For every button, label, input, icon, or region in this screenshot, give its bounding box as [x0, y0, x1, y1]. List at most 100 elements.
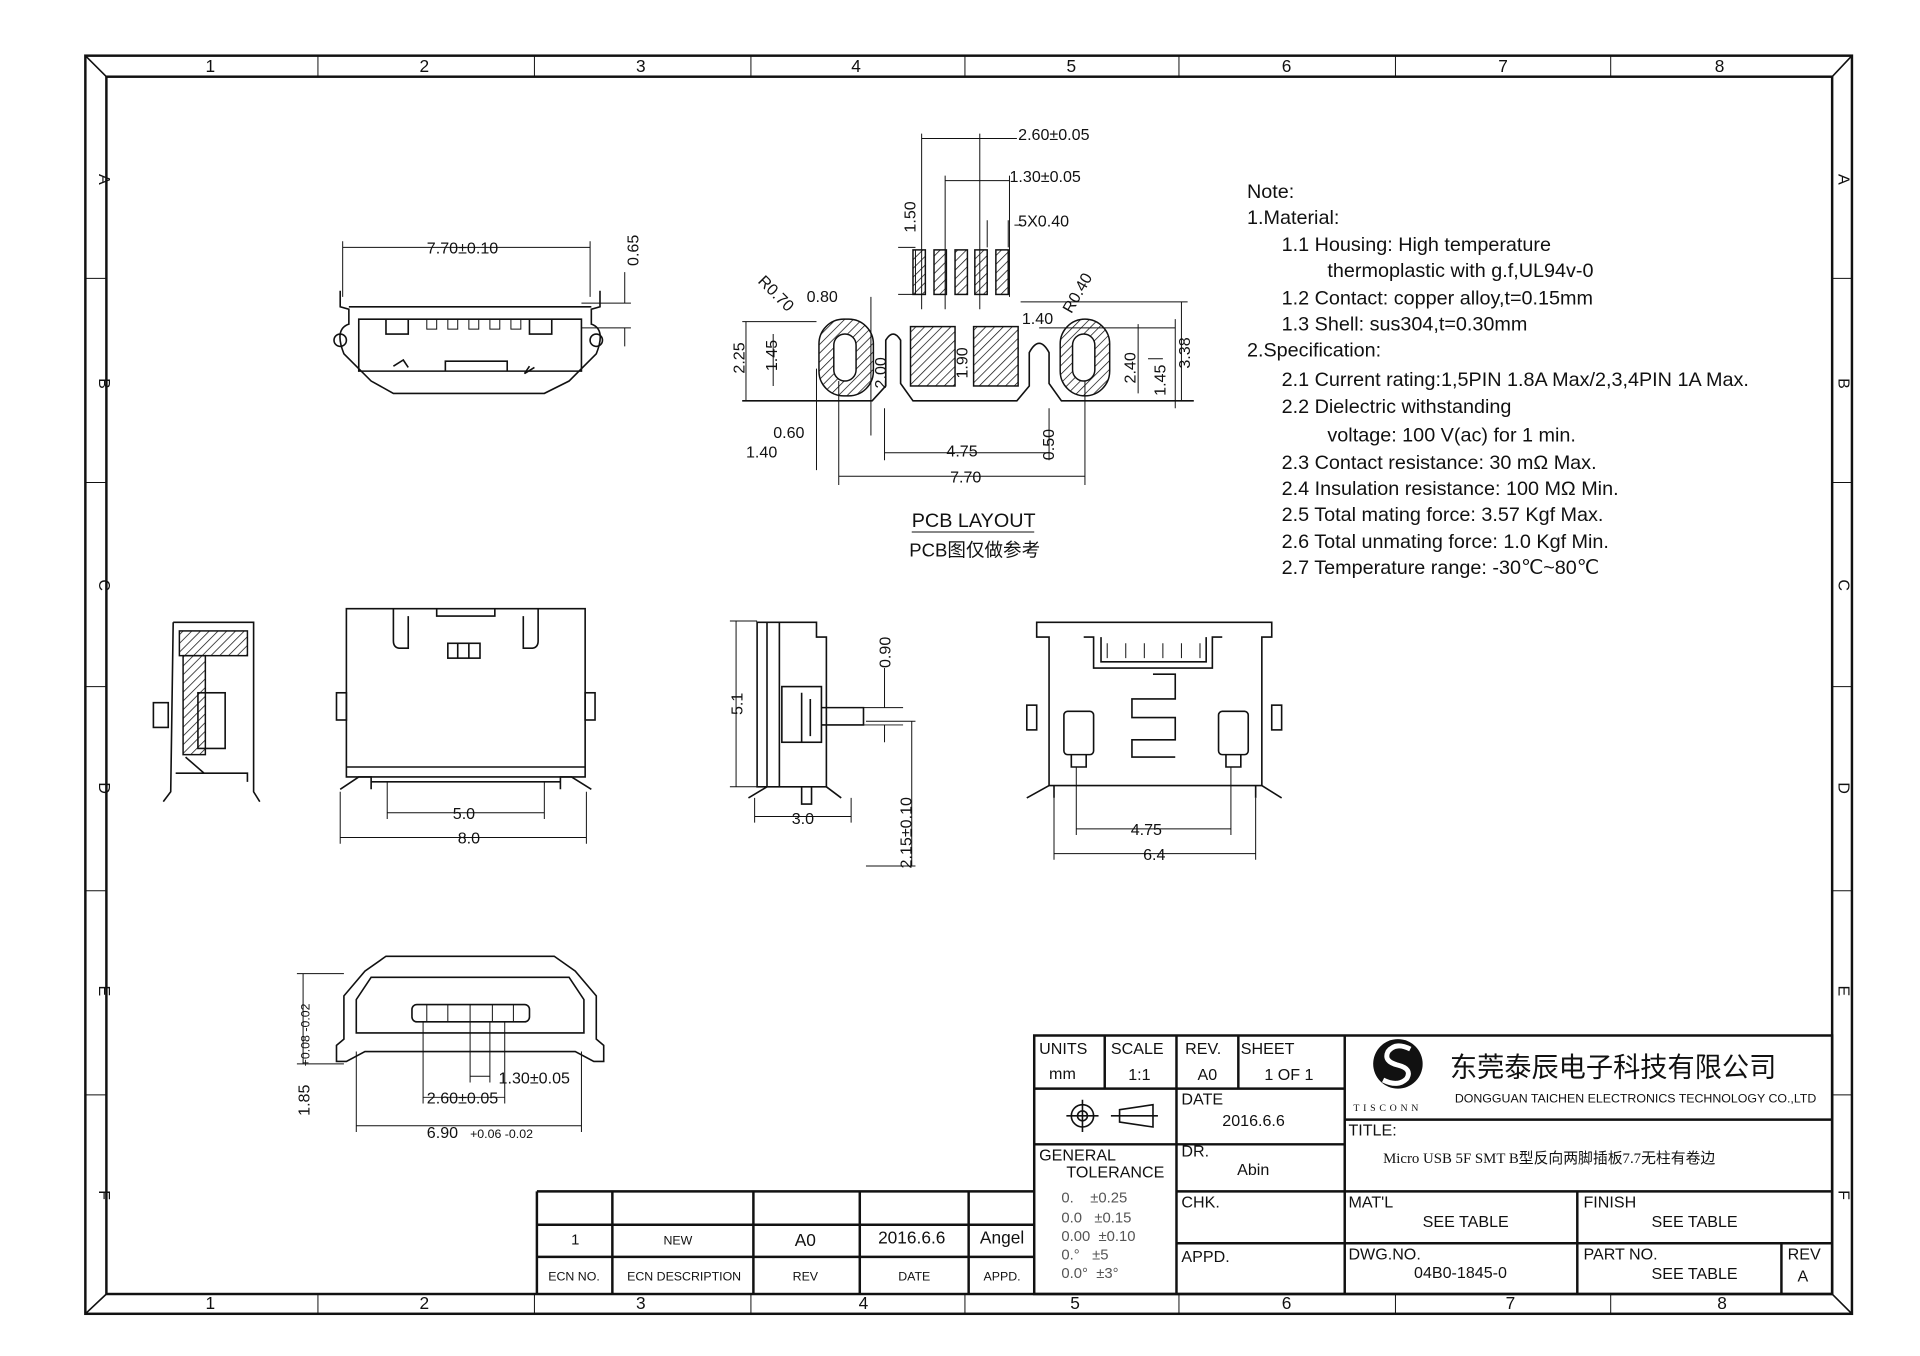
- revision-label: REV: [1788, 1245, 1821, 1263]
- dim-label: 4.75: [946, 442, 977, 460]
- ecn-description: NEW: [664, 1234, 693, 1248]
- dim-label: 6.4: [1143, 846, 1165, 864]
- tolerance-row: 0.00 ±0.10: [1061, 1229, 1135, 1245]
- ecn-rev: A0: [795, 1230, 816, 1250]
- dim-label: 2.60±0.05: [427, 1089, 498, 1107]
- dim-label: 5.1: [728, 693, 746, 715]
- dim-label: 4.75: [1131, 821, 1162, 839]
- row-label: D: [1834, 782, 1852, 794]
- note-line: 1.3 Shell: sus304,t=0.30mm: [1282, 313, 1528, 335]
- note-line: 2.Specification:: [1247, 339, 1381, 361]
- ecn-header: ECN DESCRIPTION: [627, 1269, 741, 1283]
- pcb-layout: 2.60±0.05 1.30±0.05 5X0.40 1.50 R0.70 0.…: [731, 126, 1194, 561]
- column-label: 3: [636, 56, 646, 76]
- date-label: DATE: [1181, 1091, 1223, 1109]
- row-label: C: [1834, 579, 1852, 591]
- notes: Note: 1.Material: 1.1 Housing: High temp…: [1247, 181, 1749, 579]
- logo-text: TISCONN: [1353, 1103, 1422, 1114]
- approved-label: APPD.: [1181, 1248, 1229, 1266]
- drawing-frame: 1 2 3 4 5 6 7 8 1 2 3 4 5 6 7 8 A B C: [84, 54, 1854, 1316]
- ecn-date: 2016.6.6: [878, 1227, 945, 1247]
- dim-tolerance: +0.06 -0.02: [470, 1127, 533, 1141]
- note-line: 2.6 Total unmating force: 1.0 Kgf Min.: [1282, 531, 1609, 553]
- drawn-value: Abin: [1237, 1161, 1269, 1179]
- column-label: 6: [1282, 1293, 1292, 1313]
- drawing-number: 04B0-1845-0: [1414, 1264, 1507, 1282]
- row-label: F: [1834, 1190, 1852, 1200]
- dim-label: 1.30±0.05: [1009, 168, 1080, 186]
- dim-label: 7.70±0.10: [427, 240, 498, 258]
- dim-label: 2.40: [1122, 352, 1140, 383]
- tolerance-row: 0.0° ±3°: [1061, 1266, 1118, 1282]
- column-label: 2: [420, 56, 430, 76]
- row-label: F: [95, 1190, 113, 1200]
- pcb-layout-subtitle: PCB图仅做参考: [909, 540, 1040, 561]
- column-label: 1: [205, 56, 215, 76]
- note-line: 2.1 Current rating:1,5PIN 1.8A Max/2,3,4…: [1282, 369, 1749, 391]
- tolerance-label: GENERAL: [1039, 1146, 1116, 1164]
- column-label: 7: [1498, 56, 1508, 76]
- dim-label: 3.38: [1176, 337, 1194, 368]
- column-label: 7: [1506, 1293, 1516, 1313]
- front-view-bottom: 1.85 +0.08 -0.02 1.30±0.05 2.60±0.05 6.9…: [295, 955, 605, 1142]
- ecn-header: APPD.: [984, 1269, 1021, 1283]
- drawing-number-label: DWG.NO.: [1348, 1245, 1420, 1263]
- dim-label: 1.40: [1022, 310, 1053, 328]
- column-label: 4: [859, 1293, 869, 1313]
- side-view: 5.1 0.90 3.0 2.15±0.10: [728, 620, 916, 868]
- column-label: 1: [205, 1293, 215, 1313]
- finish-label: FINISH: [1583, 1193, 1636, 1211]
- column-label: 6: [1282, 56, 1292, 76]
- title-block: UNITS mm SCALE 1:1 REV. A0 SHEET 1 OF 1 …: [1032, 1034, 1834, 1296]
- dim-label: 1.30±0.05: [499, 1070, 570, 1088]
- dim-label: 2.60±0.05: [1018, 126, 1089, 144]
- front-view-top: 7.70±0.10 0.65: [333, 235, 642, 395]
- dim-label: 5.0: [453, 805, 475, 823]
- note-line: 1.2 Contact: copper alloy,t=0.15mm: [1282, 287, 1593, 309]
- dim-label: 7.70: [950, 468, 981, 486]
- row-label: D: [95, 782, 113, 794]
- finish-value: SEE TABLE: [1652, 1213, 1738, 1231]
- dim-label: 0.60: [773, 424, 804, 442]
- dim-label: R0.40: [1059, 270, 1096, 316]
- note-line: thermoplastic with g.f,UL94v-0: [1327, 260, 1593, 282]
- note-line: 2.7 Temperature range: -30℃~80℃: [1282, 557, 1599, 579]
- rev-label: REV.: [1185, 1040, 1221, 1058]
- rev-value: A0: [1198, 1066, 1218, 1084]
- title-label: TITLE:: [1348, 1122, 1396, 1140]
- scale-label: SCALE: [1111, 1040, 1164, 1058]
- dim-label: 2.15±0.10: [898, 797, 916, 868]
- column-label: 3: [636, 1293, 646, 1313]
- dim-label: 1.50: [901, 201, 919, 232]
- row-label: A: [95, 174, 113, 185]
- column-label: 2: [420, 1293, 430, 1313]
- units-value: mm: [1049, 1065, 1076, 1083]
- column-label: 8: [1717, 1293, 1727, 1313]
- top-view: 5.0 8.0: [335, 607, 596, 848]
- dim-label: R0.70: [754, 272, 797, 315]
- dim-label: 0.90: [877, 637, 895, 668]
- company-name-en: DONGGUAN TAICHEN ELECTRONICS TECHNOLOGY …: [1455, 1091, 1817, 1105]
- note-line: voltage: 100 V(ac) for 1 min.: [1327, 425, 1575, 447]
- note-line: 2.2 Dielectric withstanding: [1282, 396, 1512, 418]
- ecn-header: ECN NO.: [548, 1269, 600, 1283]
- note-line: 2.3 Contact resistance: 30 mΩ Max.: [1282, 452, 1597, 474]
- units-label: UNITS: [1039, 1040, 1087, 1058]
- drawing-title: Micro USB 5F SMT B型反向两脚插板7.7无柱有卷边: [1383, 1149, 1715, 1167]
- note-line: 1.Material:: [1247, 207, 1339, 229]
- company-name-cn: 东莞泰辰电子科技有限公司: [1450, 1051, 1776, 1082]
- tolerance-row: 0. ±0.25: [1061, 1190, 1127, 1206]
- projection-symbol-icon: [1066, 1099, 1158, 1132]
- revision-value: A: [1798, 1268, 1809, 1286]
- column-label: 4: [851, 56, 861, 76]
- note-heading: Note:: [1247, 181, 1294, 203]
- tolerance-label: TOLERANCE: [1066, 1164, 1164, 1182]
- dim-label: 2.00: [872, 357, 890, 388]
- part-number: SEE TABLE: [1652, 1265, 1738, 1283]
- note-line: 1.1 Housing: High temperature: [1282, 234, 1551, 256]
- pcb-layout-title: PCB LAYOUT: [912, 510, 1036, 532]
- dim-label: 1.45: [1151, 365, 1169, 396]
- ecn-header: DATE: [898, 1269, 930, 1283]
- column-label: 8: [1715, 56, 1725, 76]
